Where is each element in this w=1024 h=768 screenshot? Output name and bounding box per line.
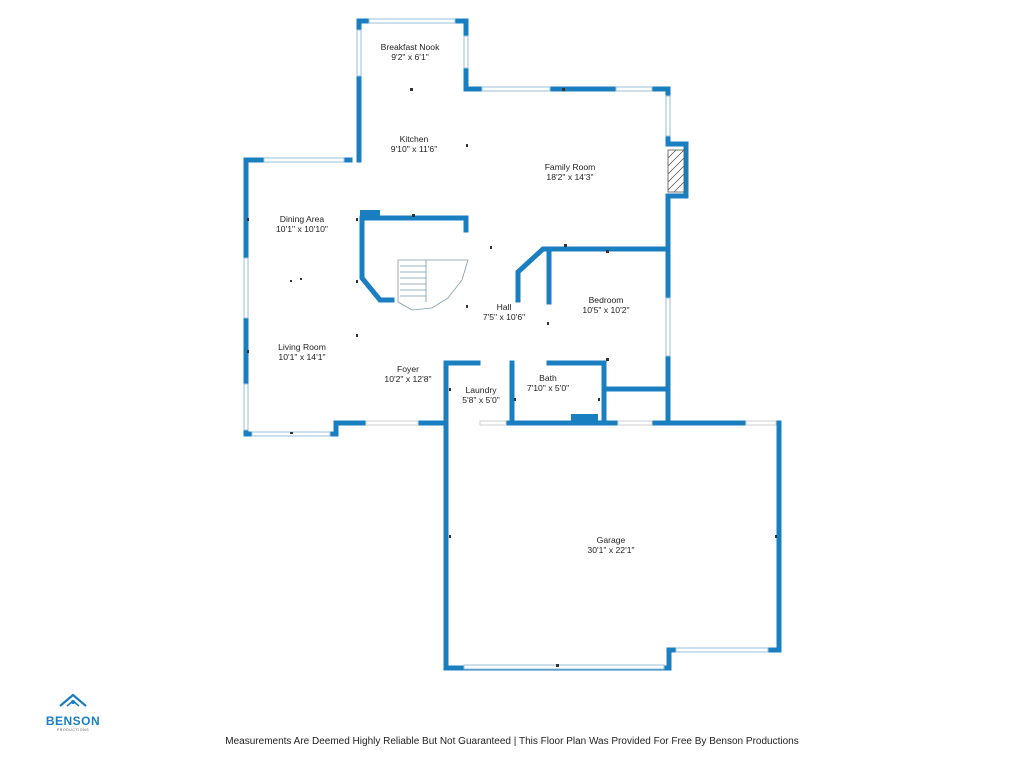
room-dims-hall: 7'5" x 10'6" [483, 312, 525, 322]
room-name-foyer: Foyer [397, 364, 419, 374]
garage-side-opening [745, 420, 777, 426]
room-name-laundry: Laundry [465, 385, 497, 395]
window [665, 297, 671, 357]
room-name-kitchen: Kitchen [400, 134, 429, 144]
wall-left-outer [243, 157, 449, 437]
window [675, 647, 769, 653]
room-dims-laundry: 5'8" x 5'0" [462, 395, 500, 405]
room-name-garage: Garage [597, 535, 626, 545]
window [615, 86, 653, 92]
room-name-family: Family Room [545, 162, 596, 172]
walls [243, 18, 782, 671]
room-dims-bath: 7'10" x 5'0" [527, 383, 569, 393]
fireplace-icon [667, 149, 685, 193]
garage-door-opening [617, 420, 653, 426]
window [368, 18, 456, 24]
window [463, 664, 665, 670]
room-labels: Breakfast Nook 9'2" x 6'1" Kitchen 9'10"… [276, 42, 635, 555]
window [243, 257, 249, 319]
brand-subtitle: PRODUCTIONS [56, 728, 90, 732]
room-dims-living: 10'1" x 14'1" [278, 352, 325, 362]
tick-marks [247, 88, 777, 667]
room-dims-breakfast: 9'2" x 6'1" [391, 52, 429, 62]
stairs-icon [397, 259, 469, 311]
window [463, 35, 469, 69]
wall-bedroom-top [515, 246, 671, 303]
room-dims-foyer: 10'2" x 12'8" [384, 374, 431, 384]
room-name-bedroom: Bedroom [589, 295, 624, 305]
laundry-door [479, 420, 507, 426]
window [665, 95, 671, 137]
room-dims-bedroom: 10'5" x 10'2" [582, 305, 629, 315]
wall-kitchen-bottom [359, 215, 469, 233]
window [481, 86, 551, 92]
room-name-bath: Bath [539, 373, 557, 383]
wall-fireplace [665, 141, 689, 199]
room-dims-garage: 30'1" x 22'1" [587, 545, 634, 555]
room-dims-kitchen: 9'10" x 11'6" [391, 144, 438, 154]
window [243, 383, 249, 431]
window [263, 157, 345, 163]
front-door [365, 420, 419, 426]
openings [365, 420, 777, 426]
wall-garage [443, 420, 782, 671]
wall-blocks [360, 210, 598, 423]
room-name-dining: Dining Area [280, 214, 325, 224]
bath-block [571, 414, 598, 423]
room-dims-dining: 10'1" x 10'10" [276, 224, 328, 234]
wall-laundry [443, 360, 481, 426]
room-name-hall: Hall [497, 302, 512, 312]
wall-stair-left [359, 215, 395, 303]
kitchen-post [360, 210, 380, 220]
room-name-living: Living Room [278, 342, 326, 352]
brand-logo: BENSON PRODUCTIONS [38, 693, 108, 737]
wall-bath-top [546, 360, 607, 426]
footer-disclaimer: Measurements Are Deemed Highly Reliable … [225, 736, 799, 747]
house-icon [59, 693, 87, 707]
window [356, 29, 362, 77]
room-dims-family: 18'2" x 14'3" [546, 172, 593, 182]
brand-name: BENSON [45, 714, 101, 728]
room-name-breakfast: Breakfast Nook [381, 42, 440, 52]
